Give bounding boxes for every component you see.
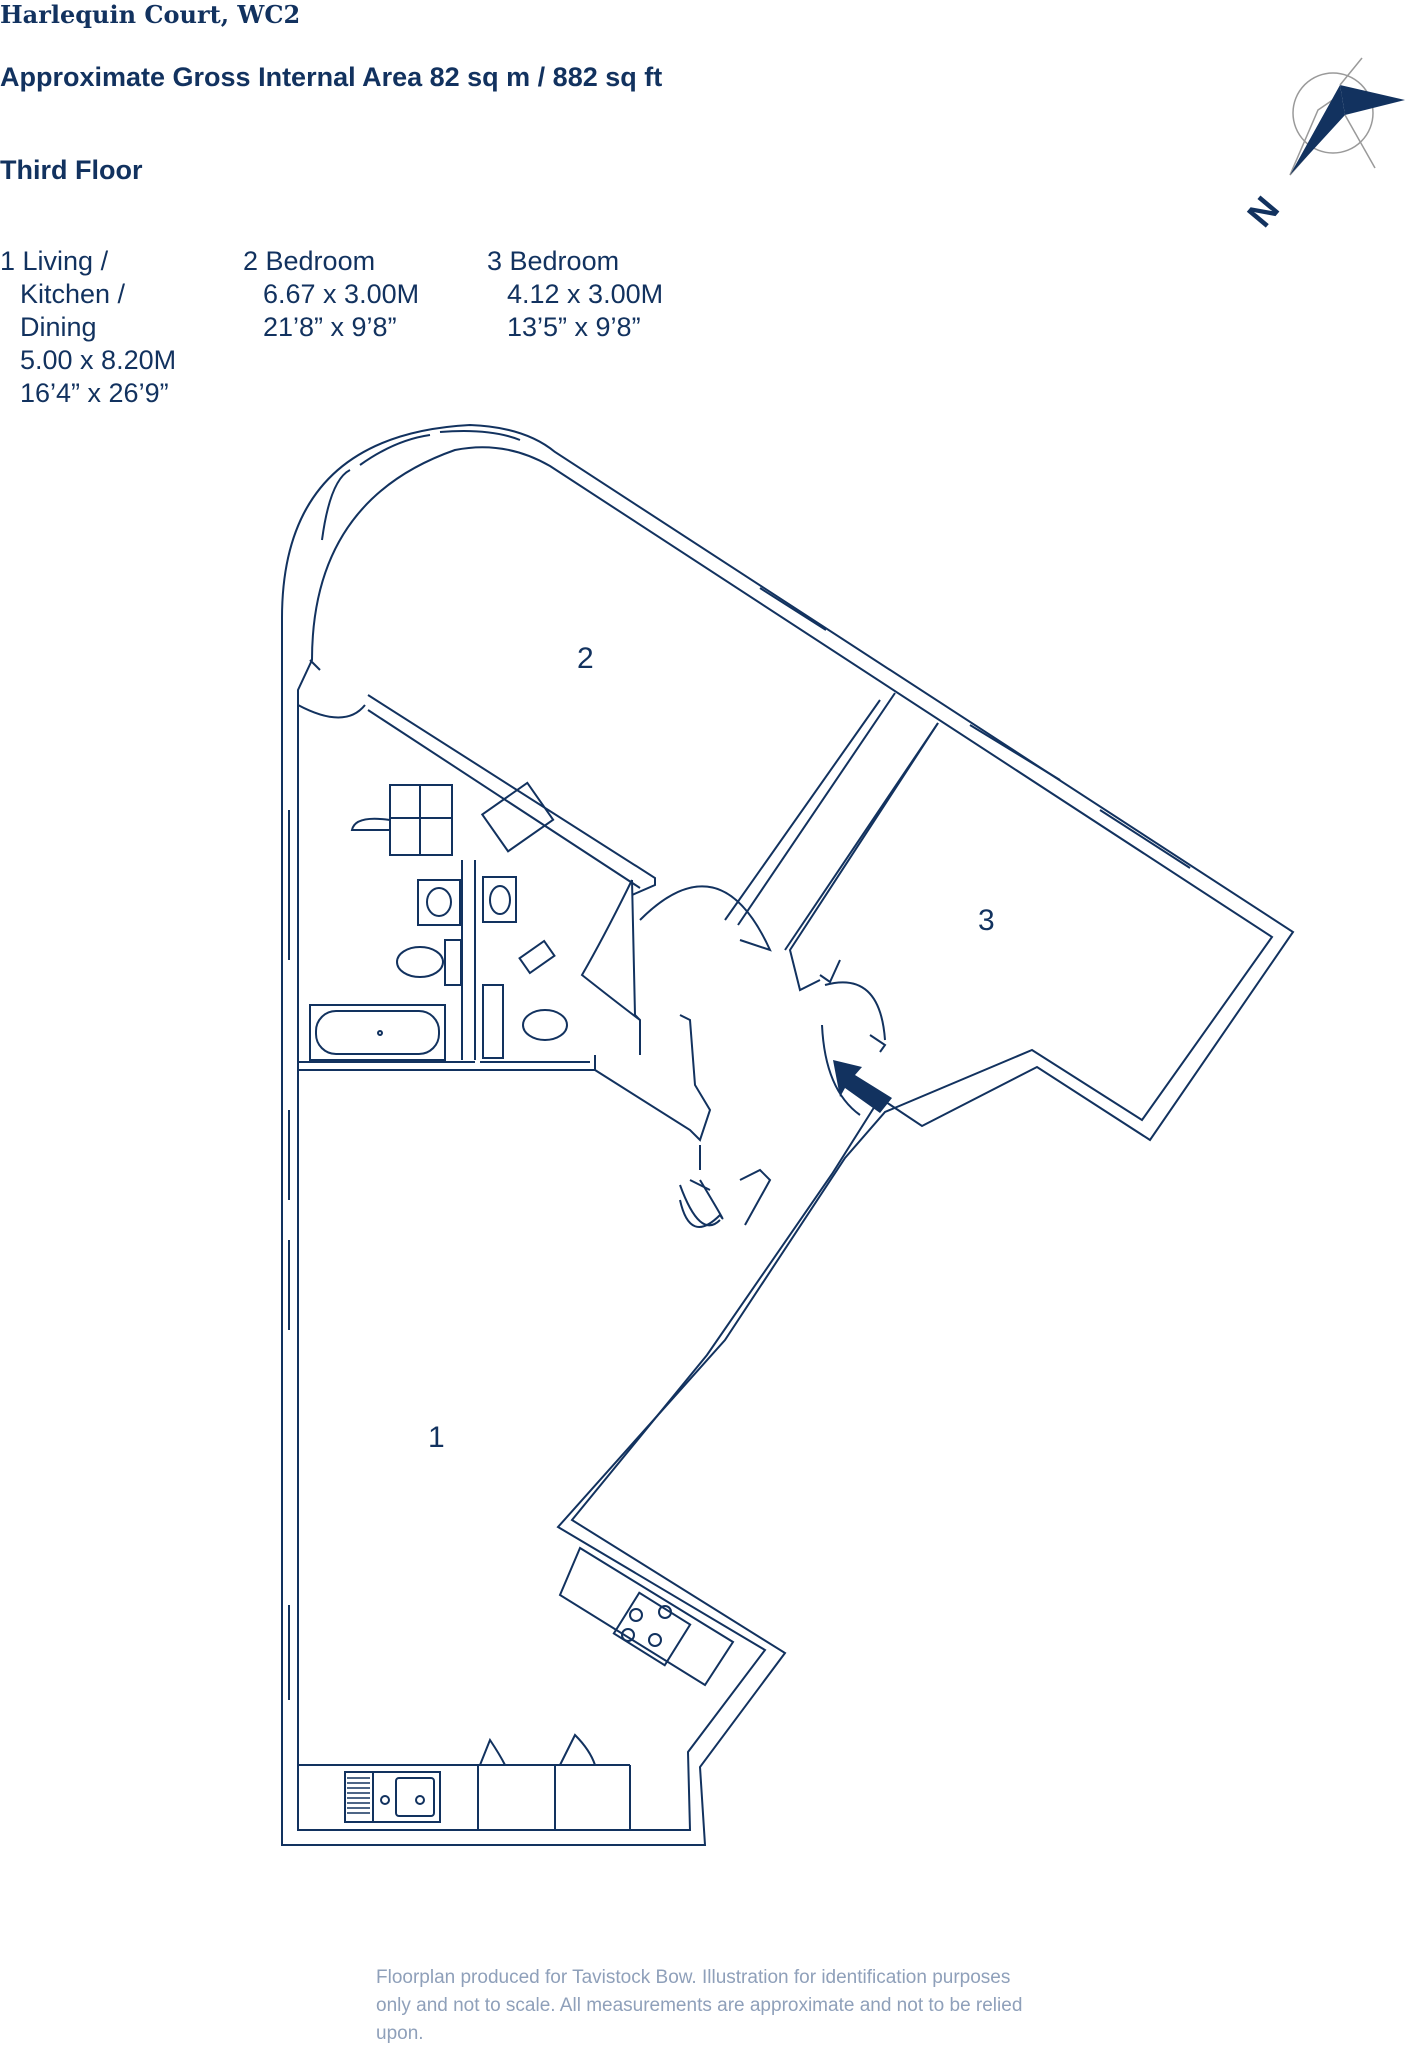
floor-label: Third Floor — [0, 155, 143, 185]
room-1-metric: 5.00 x 8.20M — [20, 345, 177, 375]
property-title: Harlequin Court, WC2 — [0, 0, 301, 29]
hob — [612, 1591, 692, 1667]
disclaimer-line-3: upon. — [376, 2023, 424, 2044]
room-2-name: 2 Bedroom — [243, 246, 376, 276]
bath — [309, 1004, 446, 1061]
disclaimer: Floorplan produced for Tavistock Bow. Il… — [376, 1964, 1106, 2048]
room-1-name-line-3: Dining — [20, 312, 97, 342]
room-3-name: 3 Bedroom — [487, 246, 620, 276]
gross-internal-area: Approximate Gross Internal Area 82 sq m … — [0, 62, 663, 92]
outer-wall — [281, 423, 1295, 1846]
room-2-imperial: 21’8” x 9’8” — [263, 312, 397, 342]
bedroom2-wall — [367, 694, 656, 896]
room-3-imperial: 13’5” x 9’8” — [507, 312, 641, 342]
sink — [344, 1771, 441, 1823]
disclaimer-line-2: only and not to scale. All measurements … — [376, 1995, 1023, 2016]
kitchen-counter — [558, 1546, 735, 1687]
room-2-details: 2 Bedroom 6.67 x 3.00M 21’8” x 9’8” — [243, 245, 419, 344]
room-1-name: 1 Living / — [0, 246, 109, 276]
room-2-metric: 6.67 x 3.00M — [263, 279, 420, 309]
room-3-details: 3 Bedroom 4.12 x 3.00M 13’5” x 9’8” — [487, 245, 663, 344]
room-1-name-line-2: Kitchen / — [20, 279, 126, 309]
room-1-details: 1 Living / Kitchen / Dining 5.00 x 8.20M… — [0, 245, 176, 410]
compass-icon: N — [1239, 57, 1405, 235]
disclaimer-line-1: Floorplan produced for Tavistock Bow. Il… — [376, 1967, 1011, 1988]
inner-wall — [297, 446, 1274, 1831]
plan-label-room-2: 2 — [577, 642, 594, 675]
plan-label-room-1: 1 — [428, 1421, 445, 1454]
compass-north-letter: N — [1239, 188, 1287, 234]
room-1-imperial: 16’4” x 26’9” — [20, 378, 169, 408]
plan-label-room-3: 3 — [978, 904, 995, 937]
room-3-metric: 4.12 x 3.00M — [507, 279, 664, 309]
entrance-arrow-icon — [833, 1060, 892, 1113]
